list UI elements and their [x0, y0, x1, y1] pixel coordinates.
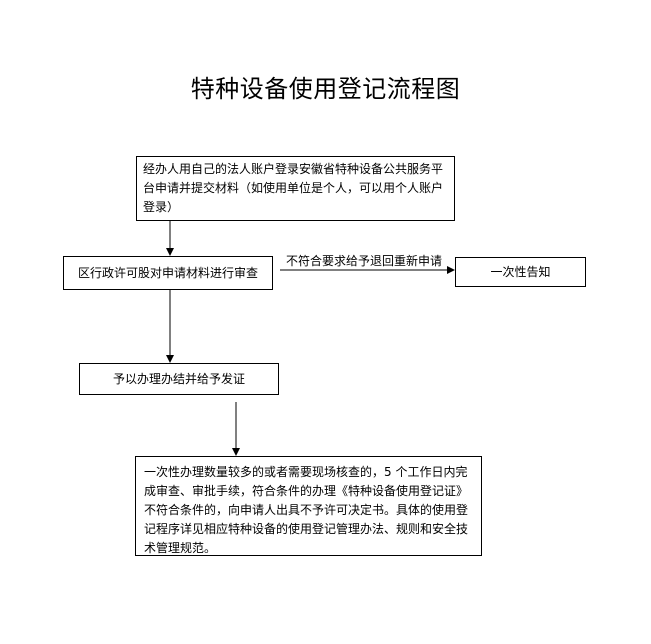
node-one-time-notice-text: 一次性告知 — [490, 264, 551, 279]
diagram-title: 特种设备使用登记流程图 — [190, 75, 461, 103]
node-submit-application: 经办人用自己的法人账户登录安徽省特种设备公共服务平台申请并提交材料（如使用单位是… — [136, 156, 455, 221]
node-processing-note-text: 一次性办理数量较多的或者需要现场核查的，5 个工作日内完成审查、审批手续，符合条… — [144, 465, 469, 555]
node-review-materials: 区行政许可股对申请材料进行审查 — [63, 256, 273, 290]
node-review-materials-text: 区行政许可股对申请材料进行审查 — [77, 265, 258, 280]
node-issue-certificate-text: 予以办理办结并给予发证 — [112, 371, 245, 386]
node-processing-note: 一次性办理数量较多的或者需要现场核查的，5 个工作日内完成审查、审批手续，符合条… — [135, 456, 482, 556]
node-one-time-notice: 一次性告知 — [455, 257, 586, 287]
node-submit-application-text: 经办人用自己的法人账户登录安徽省特种设备公共服务平台申请并提交材料（如使用单位是… — [143, 162, 444, 214]
node-issue-certificate: 予以办理办结并给予发证 — [79, 363, 279, 395]
edge-label-reject: 不符合要求给予退回重新申请 — [286, 254, 443, 268]
